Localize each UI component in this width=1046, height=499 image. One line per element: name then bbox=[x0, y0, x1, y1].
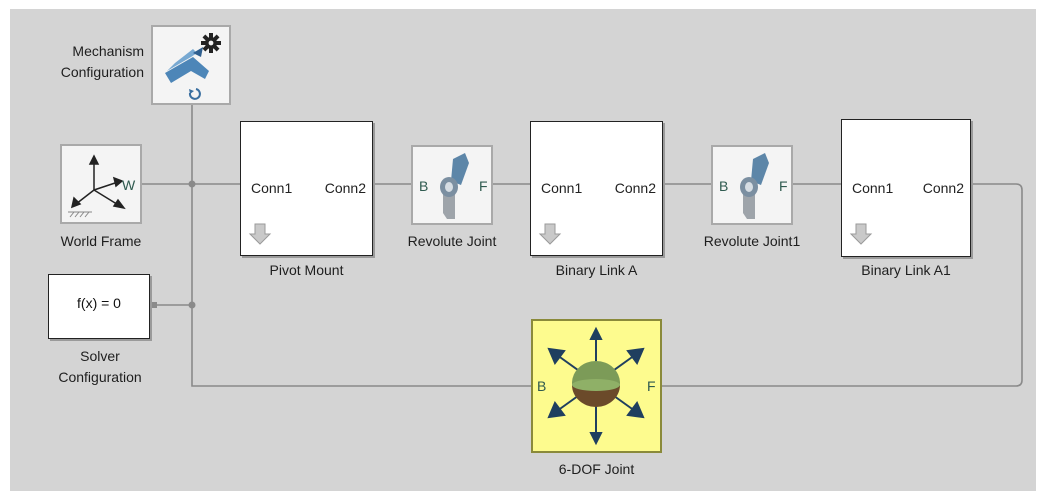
solver-configuration-label-line2: Configuration bbox=[58, 369, 142, 385]
connection-line-config bbox=[191, 96, 531, 387]
revolute-joint1-icon bbox=[740, 153, 769, 219]
solver-configuration-label-line1: Solver bbox=[80, 348, 120, 364]
connection-lines bbox=[142, 96, 1023, 387]
revolute-joint1-label: Revolute Joint1 bbox=[703, 233, 801, 249]
six-dof-joint-block[interactable]: B F bbox=[531, 319, 662, 453]
six-dof-joint-port-b: B bbox=[537, 378, 547, 394]
revolute-joint-port-f: F bbox=[479, 178, 488, 194]
binary-link-a1-port-conn2: Conn2 bbox=[922, 180, 964, 196]
down-arrow-icon bbox=[248, 223, 272, 245]
down-arrow-icon bbox=[538, 223, 562, 245]
mechanism-configuration-icon bbox=[165, 33, 221, 100]
mechanism-configuration-label-line1: Mechanism bbox=[72, 43, 144, 59]
binary-link-a1-label: Binary Link A1 bbox=[861, 262, 951, 278]
world-frame-label: World Frame bbox=[60, 233, 142, 249]
junction-dot bbox=[188, 180, 196, 188]
binary-link-a-label: Binary Link A bbox=[555, 262, 638, 278]
revolute-joint1-port-b: B bbox=[719, 178, 729, 194]
down-arrow-icon bbox=[849, 223, 873, 245]
revolute-joint1-port-f: F bbox=[779, 178, 788, 194]
revolute-joint-block[interactable]: B F bbox=[411, 145, 493, 225]
mechanism-configuration-label-line2: Configuration bbox=[60, 64, 144, 80]
world-frame-block[interactable]: W bbox=[60, 144, 142, 224]
revolute-joint-icon bbox=[440, 153, 469, 219]
revolute-joint-label: Revolute Joint bbox=[407, 233, 497, 249]
world-frame-port-w: W bbox=[122, 177, 136, 193]
solver-configuration-text: f(x) = 0 bbox=[77, 295, 121, 311]
pivot-mount-label: Pivot Mount bbox=[269, 262, 344, 278]
binary-link-a-port-conn1: Conn1 bbox=[541, 180, 583, 196]
six-dof-joint-icon bbox=[547, 326, 645, 446]
six-dof-joint-label: 6-DOF Joint bbox=[558, 461, 635, 477]
revolute-joint-port-b: B bbox=[419, 178, 429, 194]
binary-link-a-port-conn2: Conn2 bbox=[614, 180, 656, 196]
pivot-mount-port-conn2: Conn2 bbox=[324, 180, 366, 196]
connection-line-link-a1-sixdof bbox=[662, 183, 1023, 387]
binary-link-a-block[interactable]: Conn1 Conn2 bbox=[530, 121, 663, 256]
model-canvas[interactable]: Mechanism Configuration W bbox=[10, 9, 1036, 491]
junction-dot bbox=[188, 301, 196, 309]
binary-link-a1-block[interactable]: Conn1 Conn2 bbox=[841, 119, 971, 257]
pivot-mount-block[interactable]: Conn1 Conn2 bbox=[240, 121, 373, 256]
six-dof-joint-port-f: F bbox=[647, 378, 656, 394]
binary-link-a1-port-conn1: Conn1 bbox=[852, 180, 894, 196]
revolute-joint1-block[interactable]: B F bbox=[711, 145, 793, 225]
solver-port-square bbox=[152, 302, 157, 308]
mechanism-configuration-block[interactable] bbox=[151, 25, 231, 105]
solver-configuration-block[interactable]: f(x) = 0 bbox=[48, 274, 150, 339]
world-frame-icon bbox=[68, 154, 126, 218]
pivot-mount-port-conn1: Conn1 bbox=[251, 180, 293, 196]
